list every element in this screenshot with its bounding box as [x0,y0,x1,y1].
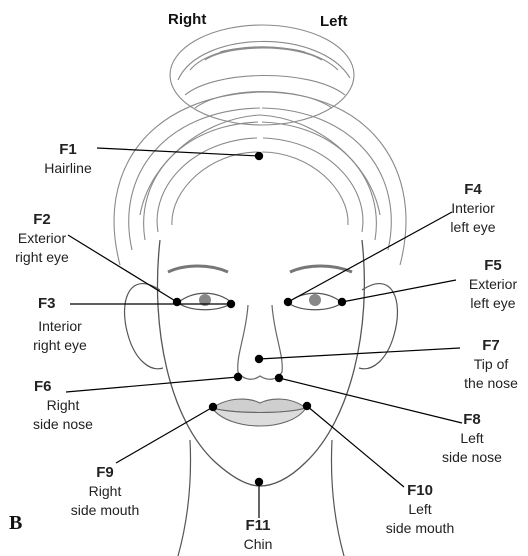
leader-line-f7 [259,348,460,359]
leader-line-f5 [342,280,456,302]
landmark-marker-f7 [255,355,263,363]
label-f3-code: F3 [38,294,56,313]
landmark-markers [173,152,346,486]
lips [212,399,306,426]
label-f8: F8 Left side nose [430,410,514,467]
label-f6-code: F6 [34,377,52,396]
label-f8-desc: Left side nose [430,429,514,467]
label-f7-desc: Tip of the nose [458,355,524,393]
leader-line-f10 [307,406,404,487]
landmark-marker-f2 [173,298,181,306]
label-f4-code: F4 [438,180,508,199]
landmark-marker-f9 [209,403,217,411]
leader-line-f2 [68,235,177,302]
label-f6: F6 Right side nose [20,372,106,434]
label-f10-code: F10 [372,481,468,500]
eyebrows [168,266,352,272]
hair-mass [114,92,406,265]
label-f1-code: F1 [38,140,98,159]
landmark-marker-f5 [338,298,346,306]
label-f9-code: F9 [60,463,150,482]
label-f6-desc: Right side nose [20,372,106,434]
label-f2-desc: Exterior right eye [2,229,82,267]
label-f10-desc: Left side mouth [372,500,468,538]
landmark-marker-f6 [234,373,242,381]
label-f11-code: F11 [228,516,288,535]
landmark-marker-f10 [303,402,311,410]
label-f11-desc: Chin [228,535,288,554]
leader-line-f9 [116,407,213,463]
label-f9: F9 Right side mouth [60,463,150,520]
label-f5-desc: Exterior left eye [460,275,526,313]
right-side-heading: Right [168,11,206,28]
label-f4-desc: Interior left eye [438,199,508,237]
landmark-marker-f8 [275,374,283,382]
nose [238,305,283,379]
left-side-heading: Left [320,13,348,30]
label-f9-desc: Right side mouth [60,482,150,520]
label-f10: F10 Left side mouth [372,481,468,538]
label-f5-code: F5 [460,256,526,275]
label-f2-code: F2 [2,210,82,229]
label-f2: F2 Exterior right eye [2,210,82,267]
landmark-marker-f11 [255,478,263,486]
panel-letter: B [9,512,22,535]
label-f3-desc: Interior right eye [20,293,100,355]
landmark-marker-f1 [255,152,263,160]
hair-bun [170,25,354,125]
label-f11: F11 Chin [228,516,288,554]
label-f7: F7 Tip of the nose [458,336,524,393]
label-f1-desc: Hairline [38,159,98,178]
landmark-marker-f3 [227,300,235,308]
landmark-marker-f4 [284,298,292,306]
label-f7-code: F7 [458,336,524,355]
label-f1: F1 Hairline [38,140,98,178]
leader-line-f4 [288,212,452,302]
label-f3: F3 Interior right eye [20,293,100,355]
label-f8-code: F8 [430,410,514,429]
label-f5: F5 Exterior left eye [460,256,526,313]
label-f4: F4 Interior left eye [438,180,508,237]
eyes [178,293,342,310]
